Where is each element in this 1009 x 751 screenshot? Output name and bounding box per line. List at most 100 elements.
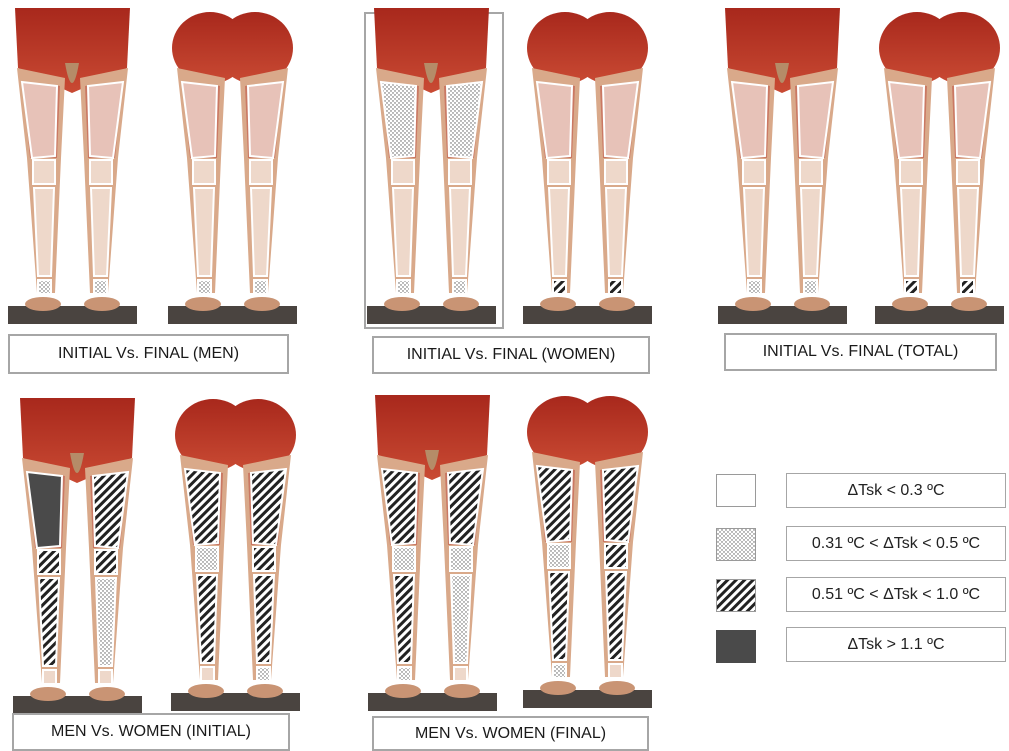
region-shin-left [394, 575, 414, 663]
region-shin-left [549, 188, 569, 276]
region-shin-left [393, 188, 413, 276]
legend-swatch-dots [716, 528, 756, 561]
region-knee-right [450, 547, 472, 571]
figure-total-initial-final-back [872, 8, 1007, 328]
region-knee-left [900, 160, 922, 184]
foot-right [951, 297, 987, 311]
region-shin-right [606, 188, 626, 276]
region-shin-right [96, 578, 116, 666]
region-knee-right [605, 544, 627, 568]
figure-men-vs-women-initial-front [10, 398, 145, 718]
panel-caption-men-vs-women-final: MEN Vs. WOMEN (FINAL) [372, 716, 649, 751]
foot-left [30, 687, 66, 701]
panel-caption-men-vs-women-initial: MEN Vs. WOMEN (INITIAL) [12, 713, 290, 751]
foot-right [443, 297, 479, 311]
region-ankle-left [38, 280, 51, 294]
region-knee-left [392, 160, 414, 184]
foot-right [244, 297, 280, 311]
legend-swatch-solid [716, 630, 756, 663]
legend-swatch-hatch [716, 579, 756, 612]
region-ankle-left [397, 280, 410, 294]
region-ankle-right [609, 280, 622, 294]
region-ankle-left [553, 664, 566, 678]
region-shin-right [606, 572, 626, 660]
legend-label-gt-1-1: ΔTsk > 1.1 ºC [786, 627, 1006, 662]
floor-shadow [718, 306, 847, 324]
region-knee-right [957, 160, 979, 184]
region-ankle-left [43, 670, 56, 684]
foot-left [735, 297, 771, 311]
floor-shadow [523, 690, 652, 708]
floor-shadow [875, 306, 1004, 324]
figure-men-vs-women-final-back [520, 392, 655, 712]
figure-women-initial-final-back [520, 8, 655, 328]
region-ankle-right [254, 280, 267, 294]
region-knee-right [605, 160, 627, 184]
region-shin-left [901, 188, 921, 276]
region-ankle-right [453, 280, 466, 294]
foot-left [188, 684, 224, 698]
foot-right [794, 297, 830, 311]
region-ankle-left [748, 280, 761, 294]
legend-label-0-51-to-1-0: 0.51 ºC < ΔTsk < 1.0 ºC [786, 577, 1006, 612]
region-knee-right [253, 547, 275, 571]
region-shin-right [451, 575, 471, 663]
region-ankle-right [804, 280, 817, 294]
floor-shadow [367, 306, 496, 324]
region-knee-left [193, 160, 215, 184]
region-knee-left [38, 550, 60, 574]
foot-right [89, 687, 125, 701]
region-knee-left [33, 160, 55, 184]
panel-caption-men: INITIAL Vs. FINAL (MEN) [8, 334, 289, 374]
region-knee-left [393, 547, 415, 571]
region-shin-left [34, 188, 54, 276]
floor-shadow [168, 306, 297, 324]
foot-left [540, 681, 576, 695]
floor-shadow [8, 306, 137, 324]
legend-label-0-31-to-0-5: 0.31 ºC < ΔTsk < 0.5 ºC [786, 526, 1006, 561]
panel-caption-total: INITIAL Vs. FINAL (TOTAL) [724, 333, 997, 371]
foot-left [892, 297, 928, 311]
region-shin-right [450, 188, 470, 276]
region-ankle-right [257, 667, 270, 681]
region-ankle-left [398, 667, 411, 681]
region-ankle-right [454, 667, 467, 681]
region-ankle-left [553, 280, 566, 294]
region-shin-right [251, 188, 271, 276]
floor-shadow [13, 696, 142, 714]
region-knee-right [250, 160, 272, 184]
region-ankle-right [99, 670, 112, 684]
figure-men-initial-final-back [165, 8, 300, 328]
legend-swatch-none [716, 474, 756, 507]
region-knee-right [800, 160, 822, 184]
floor-shadow [368, 693, 497, 711]
region-shin-left [549, 572, 569, 660]
region-ankle-left [201, 667, 214, 681]
foot-right [444, 684, 480, 698]
foot-left [25, 297, 61, 311]
region-knee-right [90, 160, 112, 184]
region-shin-right [958, 188, 978, 276]
region-knee-left [196, 547, 218, 571]
foot-left [385, 684, 421, 698]
floor-shadow [523, 306, 652, 324]
foot-left [384, 297, 420, 311]
foot-left [185, 297, 221, 311]
figure-men-initial-final-front [5, 8, 140, 328]
region-shin-left [197, 575, 217, 663]
region-ankle-right [94, 280, 107, 294]
figure-total-initial-final-front [715, 8, 850, 328]
region-shin-right [801, 188, 821, 276]
region-shin-left [744, 188, 764, 276]
foot-left [540, 297, 576, 311]
foot-right [84, 297, 120, 311]
foot-right [599, 681, 635, 695]
region-ankle-right [609, 664, 622, 678]
foot-right [247, 684, 283, 698]
region-ankle-right [961, 280, 974, 294]
region-knee-right [449, 160, 471, 184]
region-ankle-left [198, 280, 211, 294]
panel-caption-women: INITIAL Vs. FINAL (WOMEN) [372, 336, 650, 374]
legend-label-lt-0-3: ΔTsk < 0.3 ºC [786, 473, 1006, 508]
foot-right [599, 297, 635, 311]
